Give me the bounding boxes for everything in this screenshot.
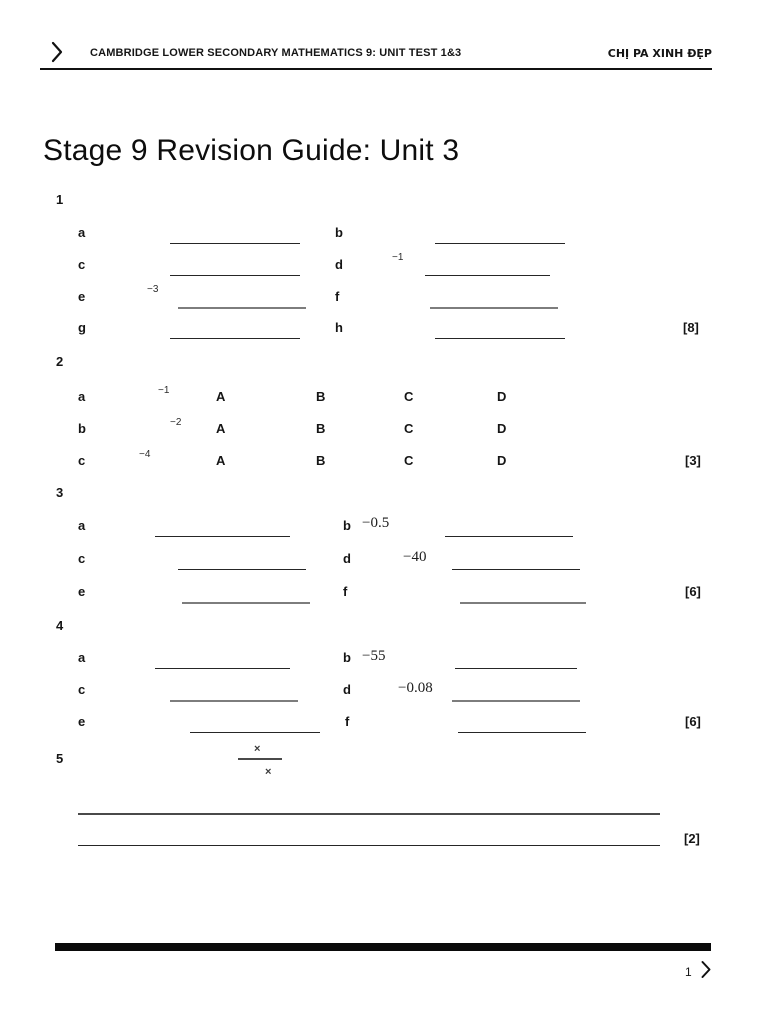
q2b-option-d: D: [497, 421, 507, 436]
q2c-option-d: D: [497, 453, 507, 468]
q5-fraction-bar: [238, 758, 282, 760]
q2a-option-d: D: [497, 389, 507, 404]
q4-value-b: −55: [362, 648, 386, 664]
q1-blank-a: [170, 243, 300, 244]
q1-label-h: h: [335, 320, 343, 335]
q4-blank-c: [170, 700, 298, 702]
q3-blank-d: [452, 569, 580, 570]
q3-marks: [6]: [685, 584, 701, 599]
q2c-option-a: A: [216, 453, 226, 468]
q3-blank-c: [178, 569, 306, 570]
q3-value-d: −40: [403, 549, 427, 565]
q3-blank-a: [155, 536, 290, 537]
q1-blank-g: [170, 338, 300, 339]
q2-label-b: b: [78, 421, 86, 436]
q4-marks: [6]: [685, 714, 701, 729]
q4-label-c: c: [78, 682, 86, 697]
q4-label-b: b: [343, 650, 351, 665]
q1-label-b: b: [335, 225, 343, 240]
q3-label-f: f: [343, 584, 348, 599]
q3-label-d: d: [343, 551, 351, 566]
q3-label-e: e: [78, 584, 86, 599]
page-title: Stage 9 Revision Guide: Unit 3: [43, 134, 460, 167]
header-author: CHỊ PA XINH ĐẸP: [607, 47, 712, 60]
q2a-option-a: A: [216, 389, 226, 404]
q5-fraction-numerator-times-icon: ×: [254, 743, 261, 755]
q2c-option-b: B: [316, 453, 326, 468]
q4-value-d: −0.08: [398, 680, 433, 696]
q2a-option-c: C: [404, 389, 414, 404]
q1-label-c: c: [78, 257, 86, 272]
q2c-option-c: C: [404, 453, 414, 468]
q2b-option-a: A: [216, 421, 226, 436]
q1-label-d: d: [335, 257, 343, 272]
q3-blank-e: [182, 602, 310, 604]
footer-bar: [55, 943, 711, 951]
q2b-option-c: C: [404, 421, 414, 436]
q2-label-a: a: [78, 389, 86, 404]
q2-exponent-b: −2: [170, 417, 182, 428]
q1-marks: [8]: [683, 320, 699, 335]
q1-blank-c: [170, 275, 300, 276]
q1-blank-h: [435, 338, 565, 339]
header-rule: [40, 68, 712, 70]
header-title: CAMBRIDGE LOWER SECONDARY MATHEMATICS 9:…: [90, 47, 462, 59]
q4-blank-b: [455, 668, 577, 669]
q1-label-a: a: [78, 225, 86, 240]
q4-blank-d: [452, 700, 580, 702]
q1-blank-d: [425, 275, 550, 276]
page-number: 1: [685, 965, 692, 979]
q2-label-c: c: [78, 453, 86, 468]
q1-exponent-e: −3: [147, 284, 159, 295]
q2a-option-b: B: [316, 389, 326, 404]
q1-label-g: g: [78, 320, 86, 335]
q2-number: 2: [56, 354, 64, 369]
q3-label-a: a: [78, 518, 86, 533]
q1-label-e: e: [78, 289, 86, 304]
q1-label-f: f: [335, 289, 340, 304]
q2b-option-b: B: [316, 421, 326, 436]
q3-number: 3: [56, 485, 64, 500]
q3-label-c: c: [78, 551, 86, 566]
header-chevron-icon: [50, 40, 64, 68]
q2-exponent-c: −4: [139, 449, 151, 460]
footer-chevron-icon: [700, 960, 712, 983]
q2-exponent-a: −1: [158, 385, 170, 396]
q1-blank-e: [178, 307, 306, 309]
q5-answer-line-2: [78, 845, 660, 846]
q4-label-e: e: [78, 714, 86, 729]
q4-blank-e: [190, 732, 320, 733]
q4-label-d: d: [343, 682, 351, 697]
q5-fraction-denominator-times-icon: ×: [265, 766, 272, 778]
q2-marks: [3]: [685, 453, 701, 468]
q5-number: 5: [56, 751, 64, 766]
q4-number: 4: [56, 618, 64, 633]
q1-blank-f: [430, 307, 558, 309]
q4-label-f: f: [345, 714, 350, 729]
q1-blank-b: [435, 243, 565, 244]
q3-blank-f: [460, 602, 586, 604]
q5-answer-line-1: [78, 813, 660, 815]
q1-number: 1: [56, 192, 64, 207]
q4-label-a: a: [78, 650, 86, 665]
q4-blank-a: [155, 668, 290, 669]
q1-exponent-d: −1: [392, 252, 404, 263]
q4-blank-f: [458, 732, 586, 733]
q5-marks: [2]: [684, 831, 700, 846]
q3-blank-b: [445, 536, 573, 537]
q3-label-b: b: [343, 518, 351, 533]
q3-value-b: −0.5: [362, 515, 390, 531]
